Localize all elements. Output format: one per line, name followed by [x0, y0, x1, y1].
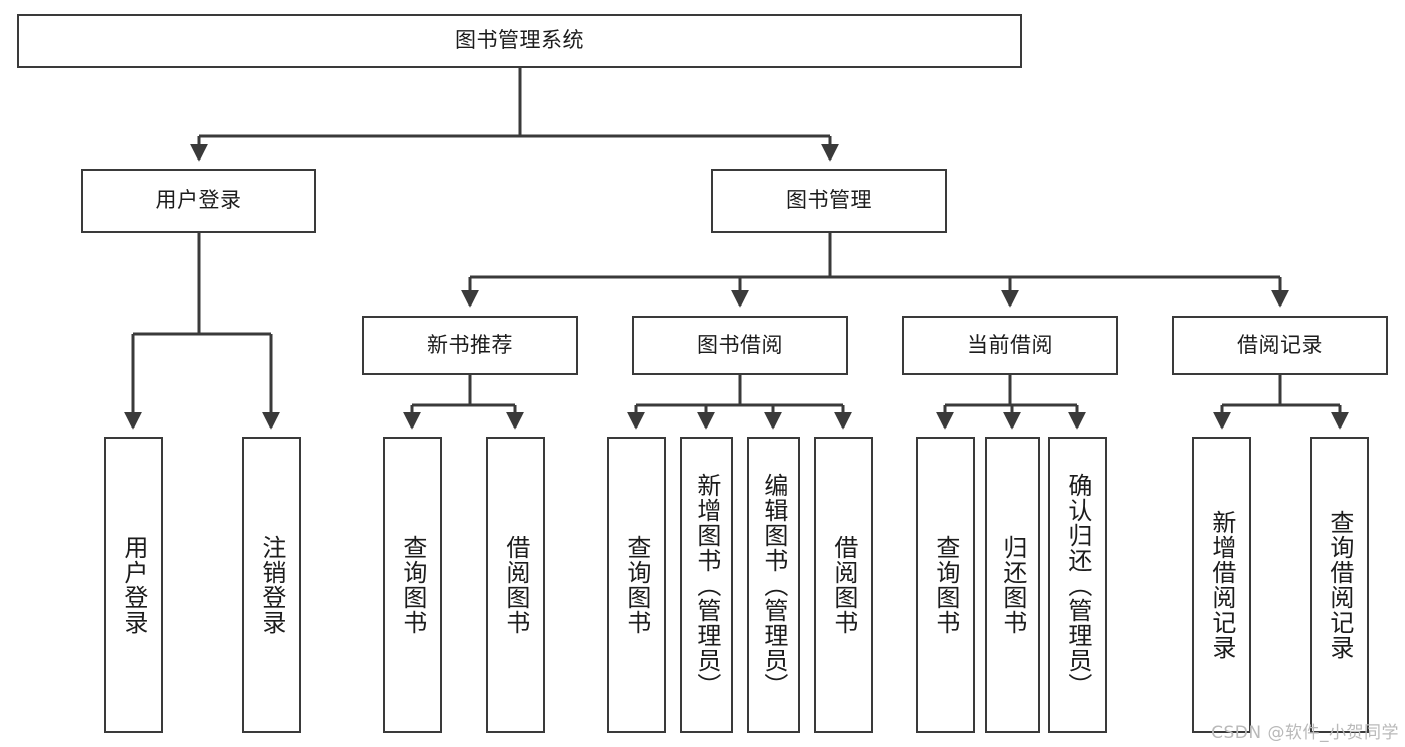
node-leaf-query-book-1-label: 查询图书: [398, 535, 427, 635]
node-leaf-query-book-1[interactable]: 查询图书: [383, 437, 442, 733]
node-leaf-return-book[interactable]: 归还图书: [985, 437, 1040, 733]
node-leaf-user-login[interactable]: 用户登录: [104, 437, 163, 733]
node-book-borrow-label: 图书借阅: [697, 332, 783, 357]
node-leaf-borrow-book-2[interactable]: 借阅图书: [814, 437, 873, 733]
node-leaf-confirm-return[interactable]: 确认归还（管理员）: [1048, 437, 1107, 733]
node-leaf-query-record-label: 查询借阅记录: [1325, 510, 1354, 660]
node-user-login-label: 用户登录: [155, 188, 242, 213]
node-leaf-add-record-label: 新增借阅记录: [1207, 510, 1236, 660]
node-borrow-record-label: 借阅记录: [1237, 332, 1323, 357]
node-leaf-add-book-label: 新增图书（管理员）: [692, 472, 721, 698]
node-new-book-recommend-label: 新书推荐: [427, 332, 513, 357]
node-leaf-borrow-book-1-label: 借阅图书: [501, 535, 530, 635]
node-leaf-borrow-book-2-label: 借阅图书: [829, 535, 858, 635]
node-leaf-edit-book[interactable]: 编辑图书（管理员）: [747, 437, 800, 733]
node-leaf-add-record[interactable]: 新增借阅记录: [1192, 437, 1251, 733]
node-leaf-logout[interactable]: 注销登录: [242, 437, 301, 733]
node-leaf-query-book-3-label: 查询图书: [931, 535, 960, 635]
node-leaf-return-book-label: 归还图书: [998, 535, 1027, 635]
node-current-borrow-label: 当前借阅: [967, 332, 1053, 357]
node-leaf-query-book-2[interactable]: 查询图书: [607, 437, 666, 733]
node-leaf-edit-book-label: 编辑图书（管理员）: [759, 472, 788, 698]
node-current-borrow[interactable]: 当前借阅: [902, 316, 1118, 375]
node-leaf-query-record[interactable]: 查询借阅记录: [1310, 437, 1369, 733]
node-root[interactable]: 图书管理系统: [17, 14, 1022, 68]
node-leaf-logout-label: 注销登录: [257, 535, 286, 635]
node-borrow-record[interactable]: 借阅记录: [1172, 316, 1388, 375]
node-new-book-recommend[interactable]: 新书推荐: [362, 316, 578, 375]
node-leaf-query-book-2-label: 查询图书: [622, 535, 651, 635]
node-leaf-user-login-label: 用户登录: [119, 535, 148, 635]
node-user-login[interactable]: 用户登录: [81, 169, 316, 233]
node-book-management-label: 图书管理: [786, 188, 872, 213]
node-leaf-query-book-3[interactable]: 查询图书: [916, 437, 975, 733]
node-leaf-confirm-return-label: 确认归还（管理员）: [1063, 472, 1092, 698]
node-leaf-borrow-book-1[interactable]: 借阅图书: [486, 437, 545, 733]
node-book-borrow[interactable]: 图书借阅: [632, 316, 848, 375]
csdn-watermark: CSDN @软件_小贺同学: [1211, 723, 1399, 743]
node-root-label: 图书管理系统: [455, 28, 584, 53]
node-leaf-add-book[interactable]: 新增图书（管理员）: [680, 437, 733, 733]
node-book-management[interactable]: 图书管理: [711, 169, 947, 233]
